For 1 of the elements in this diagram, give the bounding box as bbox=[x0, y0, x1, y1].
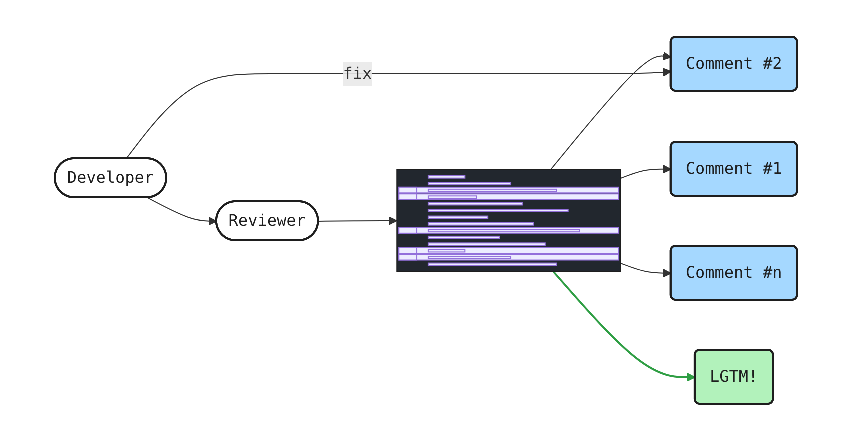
edge-label: fix bbox=[343, 64, 372, 83]
